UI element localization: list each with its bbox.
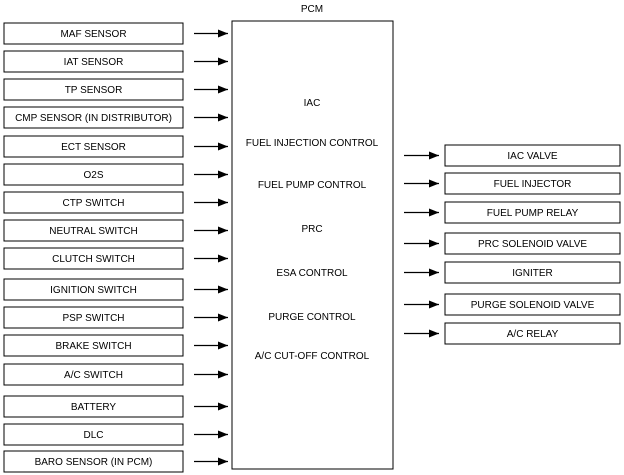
output-box-igniter [444,261,621,284]
input-label-tp-sensor: TP SENSOR [65,85,123,96]
input-box-cmp-sensor [3,106,184,129]
input-box-iat-sensor [3,50,184,73]
input-box-baro-sensor [3,450,184,473]
output-label-purge-solenoid-valve: PURGE SOLENOID VALVE [471,300,595,311]
input-label-maf-sensor: MAF SENSOR [60,29,126,40]
pcm-function-fuel-injection-control: FUEL INJECTION CONTROL [246,138,379,149]
input-label-ignition-switch: IGNITION SWITCH [50,285,137,296]
output-label-fuel-pump-relay: FUEL PUMP RELAY [487,208,579,219]
pcm-function-purge-control: PURGE CONTROL [268,312,356,323]
input-label-baro-sensor: BARO SENSOR (IN PCM) [35,457,153,468]
input-label-cmp-sensor: CMP SENSOR (IN DISTRIBUTOR) [15,113,172,124]
input-label-dlc: DLC [83,430,103,441]
pcm-function-esa-control: ESA CONTROL [276,268,348,279]
output-label-fuel-injector: FUEL INJECTOR [494,179,572,190]
output-box-prc-solenoid-valve [444,232,621,255]
pcm-title: PCM [301,4,323,15]
output-box-iac-valve [444,144,621,167]
pcm-function-iac: IAC [304,98,321,109]
output-box-ac-relay [444,322,621,345]
input-box-dlc [3,423,184,446]
input-box-ac-switch [3,363,184,386]
input-box-brake-switch [3,334,184,357]
pcm-function-fuel-pump-control: FUEL PUMP CONTROL [258,180,367,191]
input-box-battery [3,395,184,418]
output-label-ac-relay: A/C RELAY [507,329,559,340]
input-label-ctp-switch: CTP SWITCH [62,198,124,209]
input-box-o2s [3,163,184,186]
output-label-iac-valve: IAC VALVE [507,151,558,162]
input-label-battery: BATTERY [71,402,117,413]
input-box-ect-sensor [3,135,184,158]
input-box-maf-sensor [3,22,184,45]
output-label-igniter: IGNITER [512,268,553,279]
input-arrows [194,29,228,466]
input-boxes: MAF SENSOR IAT SENSOR TP SENSOR CMP SENS… [3,22,184,473]
output-box-purge-solenoid-valve [444,293,621,316]
input-label-o2s: O2S [83,170,103,181]
input-box-psp-switch [3,306,184,329]
input-box-ctp-switch [3,191,184,214]
pcm-box [231,20,394,470]
input-label-psp-switch: PSP SWITCH [62,313,124,324]
output-box-fuel-injector [444,172,621,195]
input-box-tp-sensor [3,78,184,101]
input-label-brake-switch: BRAKE SWITCH [55,341,131,352]
input-label-clutch-switch: CLUTCH SWITCH [52,254,135,265]
input-label-iat-sensor: IAT SENSOR [64,57,124,68]
pcm-functions: IAC FUEL INJECTION CONTROL FUEL PUMP CON… [246,98,379,362]
input-label-ect-sensor: ECT SENSOR [61,142,126,153]
pcm-function-ac-cut-off-control: A/C CUT-OFF CONTROL [255,351,370,362]
pcm-function-prc: PRC [301,224,322,235]
input-label-neutral-switch: NEUTRAL SWITCH [49,226,138,237]
output-boxes: IAC VALVE FUEL INJECTOR FUEL PUMP RELAY … [444,144,621,345]
input-box-neutral-switch [3,219,184,242]
input-box-clutch-switch [3,247,184,270]
input-box-ignition-switch [3,278,184,301]
output-box-fuel-pump-relay [444,201,621,224]
output-arrows [404,151,439,338]
output-label-prc-solenoid-valve: PRC SOLENOID VALVE [478,239,587,250]
input-label-ac-switch: A/C SWITCH [64,370,123,381]
